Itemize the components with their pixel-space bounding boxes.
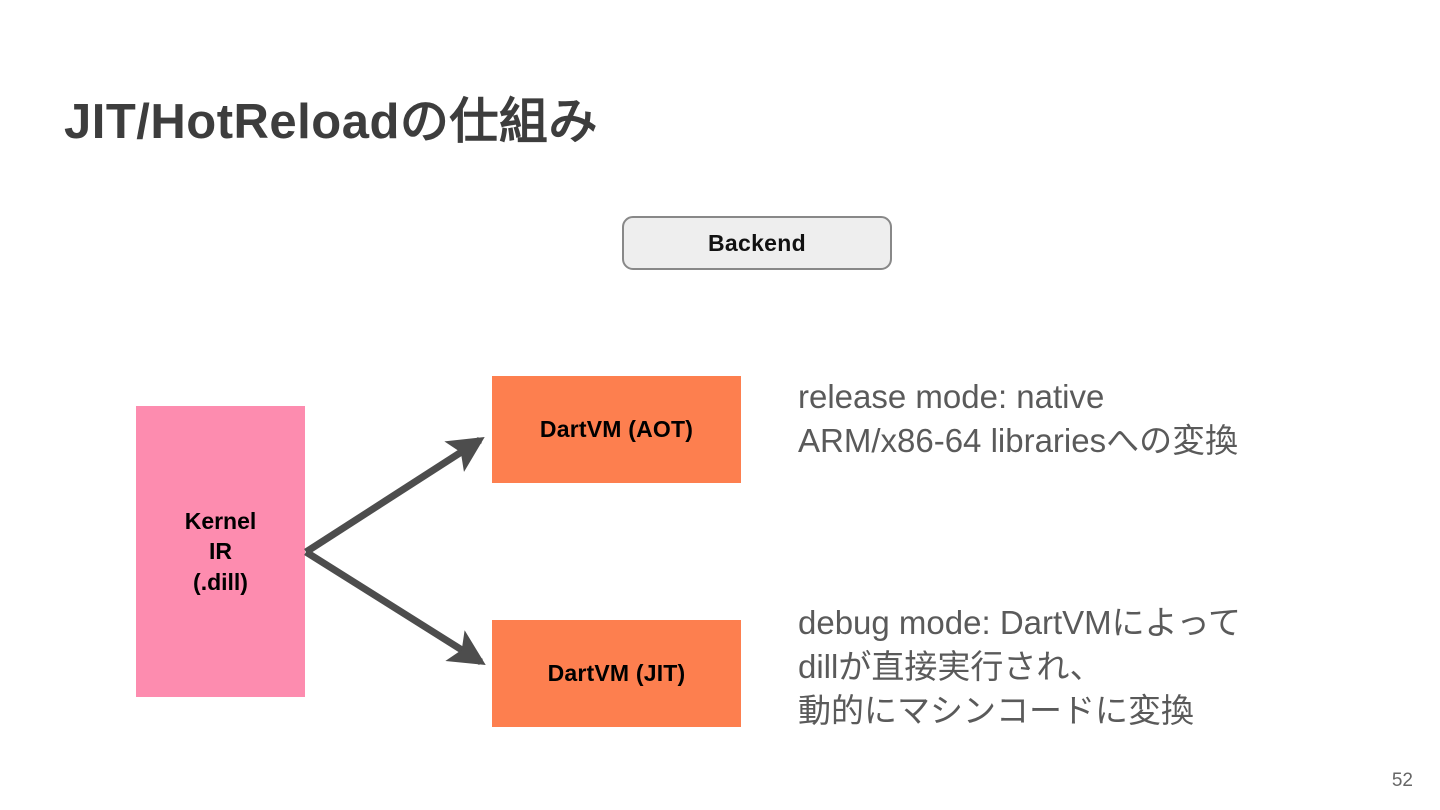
dartvm-jit-box-label: DartVM (JIT) — [547, 660, 686, 686]
arrow-kernel-to-aot — [304, 436, 485, 555]
arrow-kernel-to-jit — [304, 549, 486, 665]
backend-box-label: Backend — [708, 229, 806, 256]
dartvm-jit-box: DartVM (JIT) — [492, 620, 741, 727]
note-debug-mode: debug mode: DartVMによって dillが直接実行され、 動的にマ… — [798, 604, 1242, 729]
backend-box: Backend — [622, 216, 892, 270]
kernel-ir-box-label: Kernel IR (.dill) — [184, 507, 257, 595]
dartvm-aot-box: DartVM (AOT) — [492, 376, 741, 483]
note-release-mode: release mode: native ARM/x86-64 librarie… — [798, 378, 1239, 459]
dartvm-aot-box-label: DartVM (AOT) — [539, 416, 694, 442]
page-title: JIT/HotReloadの仕組み — [64, 95, 598, 149]
page-number: 52 — [1391, 770, 1413, 791]
kernel-ir-box: Kernel IR (.dill) — [136, 406, 305, 697]
